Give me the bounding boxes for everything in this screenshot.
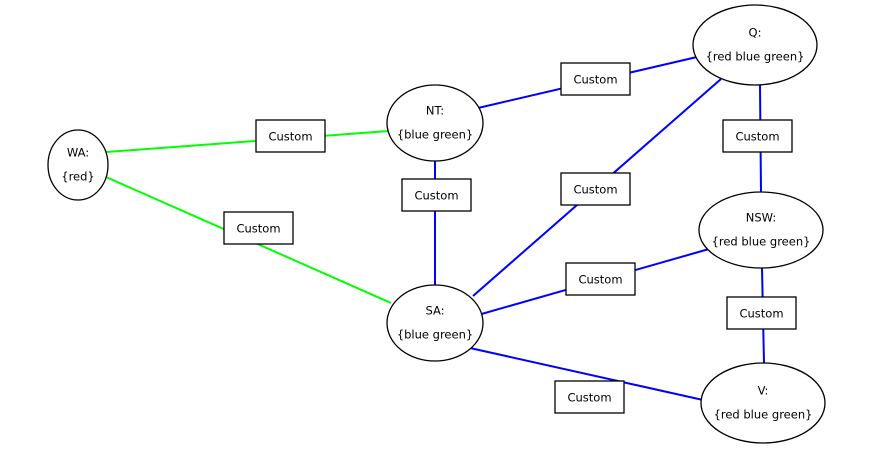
edge-label-text-sa-v: Custom [567,391,611,405]
edge-line-wa-nt [105,130,390,153]
edge-wa-nt [105,130,390,153]
node-domain-nsw: {red blue green} [712,235,811,249]
node-ellipse-wa[interactable] [47,129,109,201]
edge-label-box-wa-nt[interactable] [255,119,326,153]
node-name-v: V: [758,384,769,398]
edge-label-q-sa[interactable]: Custom [560,172,631,206]
edge-label-wa-nt[interactable]: Custom [255,119,326,153]
node-ellipse-nt[interactable] [386,84,484,162]
edge-label-box-sa-nsw[interactable] [565,262,636,296]
edge-label-box-q-nsw[interactable] [722,119,793,153]
node-ellipse-v[interactable] [700,362,826,444]
edge-label-text-sa-nsw: Custom [578,273,622,287]
node-name-nt: NT: [426,104,444,118]
edge-label-box-nt-q[interactable] [560,62,631,96]
node-nt[interactable]: NT: {blue green} [386,84,484,162]
edge-label-nt-sa[interactable]: Custom [401,178,472,212]
node-ellipse-nsw[interactable] [698,191,824,269]
edge-label-text-q-nsw: Custom [735,130,779,144]
node-domain-nt: {blue green} [397,128,473,142]
edge-label-text-nt-q: Custom [573,73,617,87]
node-name-sa: SA: [425,304,444,318]
node-name-q: Q: [749,26,762,40]
edge-label-box-nt-sa[interactable] [401,178,472,212]
edge-sa-v [469,347,704,401]
edge-label-text-q-sa: Custom [573,183,617,197]
node-sa[interactable]: SA: {blue green} [386,284,484,362]
node-q[interactable]: Q: {red blue green} [692,4,818,86]
node-domain-wa: {red} [61,170,94,184]
edge-label-wa-sa[interactable]: Custom [223,211,294,245]
edge-label-box-q-sa[interactable] [560,172,631,206]
node-v[interactable]: V: {red blue green} [700,362,826,444]
node-domain-sa: {blue green} [397,328,473,342]
edge-label-box-wa-sa[interactable] [223,211,294,245]
node-name-nsw: NSW: [746,211,776,225]
edge-label-sa-v[interactable]: Custom [554,380,625,414]
edge-label-sa-nsw[interactable]: Custom [565,262,636,296]
edge-label-text-wa-sa: Custom [236,222,280,236]
edge-label-text-nsw-v: Custom [739,307,783,321]
edge-label-nsw-v[interactable]: Custom [726,296,797,330]
edge-label-q-nsw[interactable]: Custom [722,119,793,153]
node-wa[interactable]: WA: {red} [47,129,109,201]
node-nsw[interactable]: NSW: {red blue green} [698,191,824,269]
edge-label-nt-q[interactable]: Custom [560,62,631,96]
node-ellipse-q[interactable] [692,4,818,86]
edge-label-box-nsw-v[interactable] [726,296,797,330]
node-name-wa: WA: [67,146,89,160]
edge-line-sa-v [469,347,704,401]
nodes-layer: WA: {red} NT: {blue green} Q: {red blue green… [47,4,826,444]
node-ellipse-sa[interactable] [386,284,484,362]
node-domain-v: {red blue green} [714,408,813,422]
edge-label-text-wa-nt: Custom [268,130,312,144]
node-domain-q: {red blue green} [706,50,805,64]
edge-label-text-nt-sa: Custom [414,189,458,203]
edge-label-box-sa-v[interactable] [554,380,625,414]
